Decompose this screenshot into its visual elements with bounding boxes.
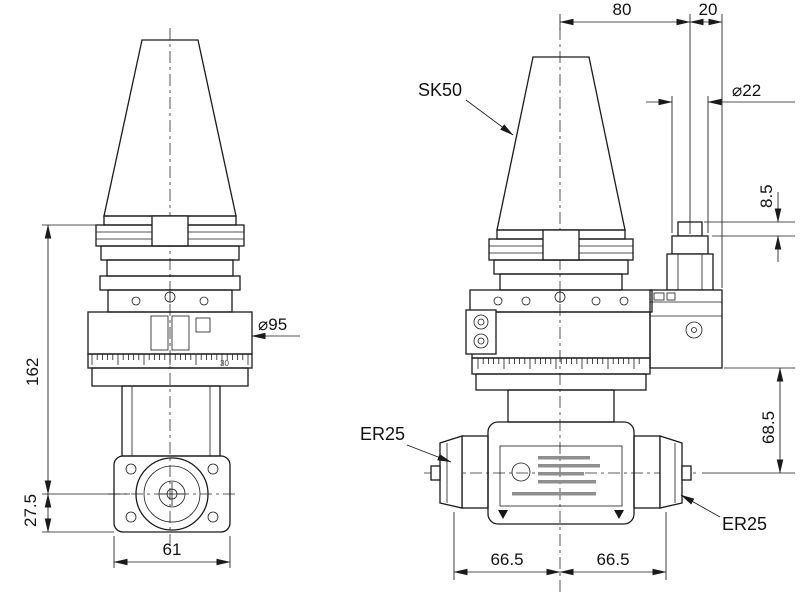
- dim-68-5-label: 68.5: [759, 411, 778, 444]
- port-block: [465, 309, 497, 355]
- mount-bolt-hole: [207, 511, 219, 523]
- datum-triangle: [498, 510, 508, 519]
- er25-right-label: ER25: [722, 514, 767, 534]
- mount-bolt-hole: [125, 511, 137, 523]
- drive-key-slot: [542, 229, 580, 261]
- dim-pin-diameter: ⌀22: [646, 81, 795, 233]
- clamp-screw: [685, 321, 703, 339]
- mount-bolt-hole: [207, 463, 219, 475]
- sk50-label: SK50: [418, 80, 462, 100]
- dim-162-label: 162: [23, 358, 42, 386]
- dim-80: 80: [559, 0, 691, 234]
- dim-pin-diameter-label: ⌀22: [732, 81, 761, 100]
- dim-66-5-right: 66.5: [559, 512, 667, 580]
- dim-162: 162: [23, 224, 130, 495]
- collet-nut-left: [439, 435, 463, 509]
- brand-logo-icon: [511, 462, 531, 482]
- dim-66-5-left-label: 66.5: [490, 550, 523, 569]
- side-neck: [507, 389, 615, 423]
- dial-scale-number: 30: [220, 359, 229, 368]
- graduated-dial-ring: [471, 311, 651, 359]
- dim-dial-diameter: ⌀95: [251, 315, 300, 340]
- er25-left-label: ER25: [360, 424, 405, 444]
- side-dial-housing: [465, 289, 653, 423]
- label-sk50: SK50: [418, 80, 514, 136]
- dim-80-label: 80: [613, 0, 632, 19]
- nameplate-text-lines: [512, 456, 600, 496]
- dim-20-label: 20: [699, 0, 718, 19]
- side-view: [424, 28, 723, 592]
- label-er25-left: ER25: [360, 424, 452, 463]
- dim-20: 20: [689, 0, 723, 288]
- dim-8-5: 8.5: [704, 184, 795, 262]
- dim-61-label: 61: [163, 540, 182, 559]
- dim-8-5-label: 8.5: [757, 184, 776, 208]
- dim-61: 61: [113, 536, 231, 568]
- dim-27-5-label: 27.5: [21, 494, 40, 527]
- drive-key-slot: [151, 215, 189, 247]
- front-taper-shank: [95, 39, 245, 291]
- dim-68-5: 68.5: [702, 367, 795, 474]
- mount-bolt-hole: [125, 463, 137, 475]
- dim-dial-diameter-label: ⌀95: [258, 315, 287, 334]
- stop-pin-body: [666, 253, 714, 291]
- dim-66-5-left: 66.5: [453, 512, 561, 580]
- dim-66-5-right-label: 66.5: [596, 550, 629, 569]
- side-spindle-housing: [430, 421, 692, 525]
- datum-triangle: [614, 510, 624, 519]
- dim-27-5: 27.5: [21, 493, 114, 533]
- side-dimensions: 80 20 ⌀22 8.5 68.5: [360, 0, 795, 580]
- side-dial-graduations: [477, 358, 640, 369]
- collet-nut-right: [659, 435, 683, 509]
- front-view: 30: [87, 28, 253, 548]
- front-neck: [121, 385, 221, 457]
- stop-pin-cap: [671, 235, 709, 255]
- nameplate: [499, 445, 623, 507]
- front-dimensions: 162 27.5 61 ⌀95: [21, 224, 300, 568]
- side-stop-arm: [649, 221, 723, 369]
- label-er25-right: ER25: [680, 494, 767, 534]
- front-dial-graduations: [91, 354, 249, 365]
- side-taper-shank: [488, 56, 634, 291]
